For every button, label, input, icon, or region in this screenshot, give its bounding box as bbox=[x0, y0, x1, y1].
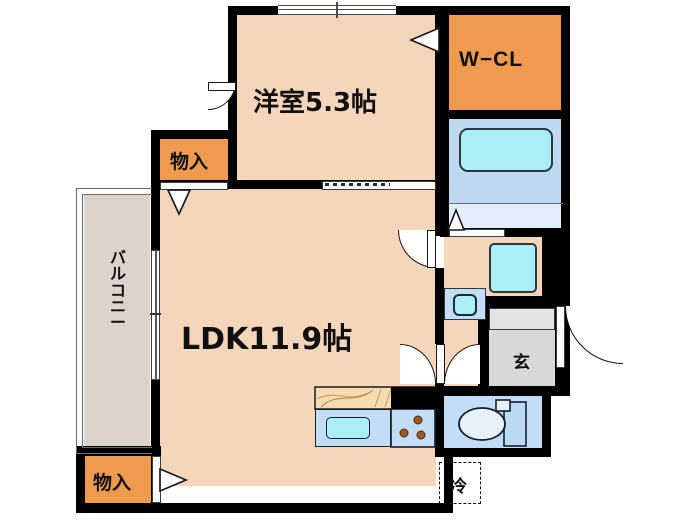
wall-bottom-outer bbox=[76, 503, 452, 513]
wall-wcl-left bbox=[440, 6, 449, 112]
balcony-char-1: ル bbox=[109, 264, 126, 284]
balcony-railing-outer bbox=[76, 188, 152, 454]
bedroom-label: 洋室5.3帖 bbox=[253, 88, 378, 118]
wall-closet-upper-top bbox=[151, 130, 236, 139]
wall-ldk-left-upper bbox=[151, 130, 160, 250]
walk-in-closet-floor bbox=[449, 14, 563, 112]
balcony-door-rail bbox=[155, 250, 157, 380]
balcony-floor bbox=[84, 195, 150, 455]
bathroom-door[interactable] bbox=[449, 229, 505, 237]
washroom-floor bbox=[449, 204, 563, 232]
ldk-label: LDK11.9帖 bbox=[181, 322, 353, 357]
refrigerator-space bbox=[439, 462, 481, 504]
balcony-char-2: コ bbox=[109, 280, 126, 300]
wash-basin-bowl bbox=[453, 294, 477, 316]
closet-upper-floor bbox=[160, 138, 228, 182]
stove-three-burner bbox=[390, 408, 436, 448]
wall-closet-upper-bottom bbox=[151, 181, 160, 190]
wall-top-right bbox=[440, 6, 570, 15]
balcony-railing-inner bbox=[82, 194, 152, 448]
closet-upper-door[interactable] bbox=[160, 182, 228, 190]
balcony-char-3: ニ bbox=[109, 296, 126, 316]
entrance-door-leaf[interactable] bbox=[556, 306, 565, 368]
hallway-door-leaf-upper[interactable] bbox=[427, 230, 436, 268]
wall-corridor-left-upper bbox=[435, 202, 444, 236]
genkan-floor bbox=[489, 328, 555, 390]
wall-bedroom-ldk-nub bbox=[228, 180, 237, 189]
wall-corridor-left-mid bbox=[435, 268, 444, 344]
wall-wcl-bottom bbox=[440, 110, 570, 119]
toilet-fixture bbox=[458, 399, 527, 447]
wall-toilet-bottom bbox=[435, 448, 551, 457]
wall-washer-bottom bbox=[487, 296, 570, 308]
genkan-label: 玄 bbox=[513, 353, 530, 373]
wall-genkan-left bbox=[478, 296, 489, 394]
balcony-door-mullion bbox=[150, 313, 161, 315]
wall-balcony-left bbox=[76, 446, 85, 506]
bedroom-window-rail bbox=[278, 9, 396, 11]
wall-right-outer bbox=[561, 6, 570, 396]
wall-genkan-bottom bbox=[444, 386, 565, 396]
bedroom-floor bbox=[236, 14, 436, 188]
balcony-char-4: ー bbox=[109, 313, 126, 333]
closet-lower-floor bbox=[84, 455, 152, 503]
wall-bottom-right bbox=[444, 448, 453, 513]
stove-hood-wall bbox=[391, 387, 436, 409]
entrance-door-arc[interactable] bbox=[565, 306, 623, 364]
wall-washer-right bbox=[542, 236, 570, 304]
refrigerator-label: 冷 bbox=[450, 477, 467, 497]
kitchen-sink-bowl bbox=[326, 417, 370, 439]
wall-ldk-left-lower bbox=[151, 380, 160, 453]
shoe-cabinet bbox=[489, 308, 555, 330]
closet-upper-label: 物入 bbox=[170, 151, 209, 173]
walk-in-closet-label: W−CL bbox=[459, 48, 524, 71]
washing-machine-space bbox=[489, 243, 537, 293]
washroom-door-indicator bbox=[446, 207, 466, 231]
corridor-door-leaf[interactable] bbox=[436, 344, 445, 384]
wall-bedroom-bottom bbox=[160, 180, 436, 189]
wall-bath-bottom bbox=[440, 228, 570, 237]
wcl-door-arrow bbox=[408, 26, 440, 54]
washroom-divider bbox=[449, 203, 563, 205]
wall-toilet-left bbox=[435, 388, 444, 456]
wall-bedroom-left bbox=[228, 6, 237, 188]
wall-bath-left bbox=[440, 110, 449, 234]
wall-bedroom-right bbox=[435, 6, 444, 202]
closet-lower-arrow bbox=[159, 467, 189, 493]
wall-closet-lower-top bbox=[76, 446, 161, 456]
bathtub bbox=[459, 128, 553, 172]
wall-toilet-right bbox=[542, 388, 551, 456]
balcony-label: バ ル コ ニ ー bbox=[104, 248, 132, 333]
closet-upper-arrow bbox=[166, 189, 192, 217]
closet-lower-label: 物入 bbox=[93, 472, 132, 494]
bedroom-door-leaf[interactable] bbox=[208, 82, 236, 91]
bedroom-sliding-door-hatch bbox=[325, 183, 390, 186]
balcony-char-0: バ bbox=[109, 248, 126, 267]
